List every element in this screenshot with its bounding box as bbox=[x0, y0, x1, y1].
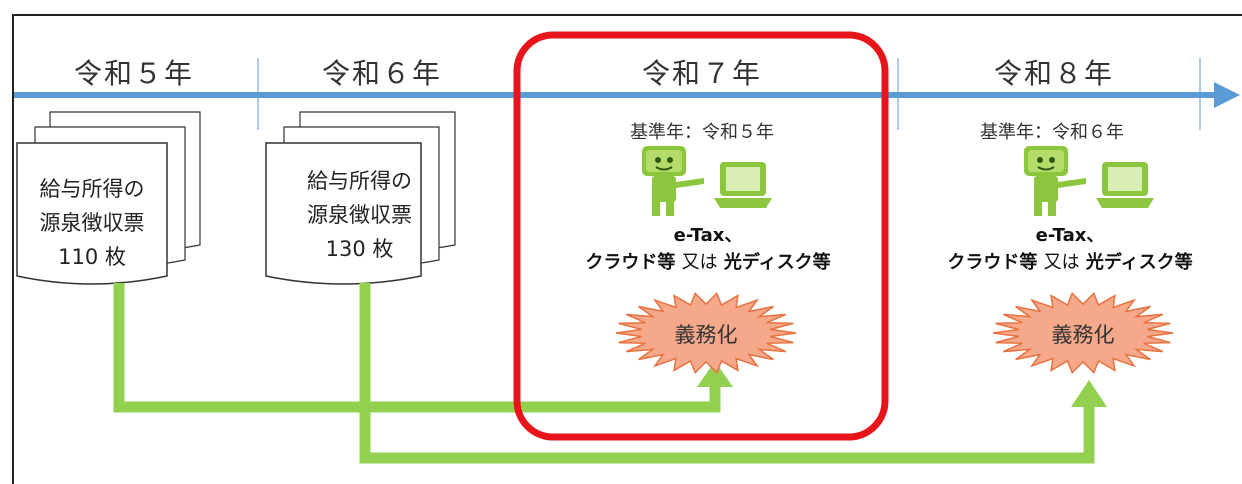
method-or: 又は bbox=[681, 252, 718, 273]
connector-2023-to-2025 bbox=[113, 283, 733, 413]
etax-mascot-icon bbox=[1023, 145, 1155, 217]
mandate-label: 義務化 bbox=[674, 323, 738, 347]
year-label-2024: 令和６年 bbox=[321, 57, 442, 90]
method-cloud: クラウド等 bbox=[947, 252, 1038, 273]
document-title-line2: 源泉徴収票 bbox=[307, 203, 412, 227]
mandate-burst bbox=[615, 291, 797, 375]
mandate-burst bbox=[992, 291, 1174, 375]
method-optical-disc: 光ディスク等 bbox=[723, 252, 831, 273]
document-stack-2023 bbox=[16, 111, 201, 285]
document-stack-2024 bbox=[265, 111, 456, 285]
year-label-2023: 令和５年 bbox=[73, 57, 194, 90]
document-title-line1: 給与所得の bbox=[307, 169, 412, 193]
document-count: 110 枚 bbox=[58, 245, 126, 269]
connector-2024-to-2026 bbox=[359, 283, 1107, 464]
method-etax: e-Tax、 bbox=[673, 225, 743, 246]
document-count: 130 枚 bbox=[325, 237, 394, 261]
year-label-2025: 令和７年 bbox=[641, 57, 762, 90]
method-optical-disc: 光ディスク等 bbox=[1085, 252, 1193, 273]
document-text-2023: 給与所得の 源泉徴収票 110 枚 bbox=[17, 172, 167, 274]
method-etax: e-Tax、 bbox=[1035, 225, 1105, 246]
timeline-arrowhead bbox=[1214, 82, 1240, 108]
diagram-frame bbox=[12, 14, 1242, 484]
year-label-2026: 令和８年 bbox=[993, 57, 1114, 90]
filing-methods: e-Tax、 クラウド等 又は 光ディスク等 bbox=[538, 222, 878, 276]
mandate-label: 義務化 bbox=[1051, 323, 1115, 347]
etax-mascot-icon bbox=[641, 145, 773, 217]
document-text-2024: 給与所得の 源泉徴収票 130 枚 bbox=[282, 164, 437, 266]
base-year-label: 基準年：令和５年 bbox=[630, 122, 774, 143]
document-title-line2: 源泉徴収票 bbox=[39, 211, 145, 235]
filing-methods: e-Tax、 クラウド等 又は 光ディスク等 bbox=[905, 222, 1235, 276]
base-year-label: 基準年：令和６年 bbox=[980, 122, 1124, 143]
highlight-box bbox=[513, 31, 889, 441]
method-or: 又は bbox=[1043, 252, 1080, 273]
method-cloud: クラウド等 bbox=[585, 252, 676, 273]
document-title-line1: 給与所得の bbox=[39, 177, 145, 201]
